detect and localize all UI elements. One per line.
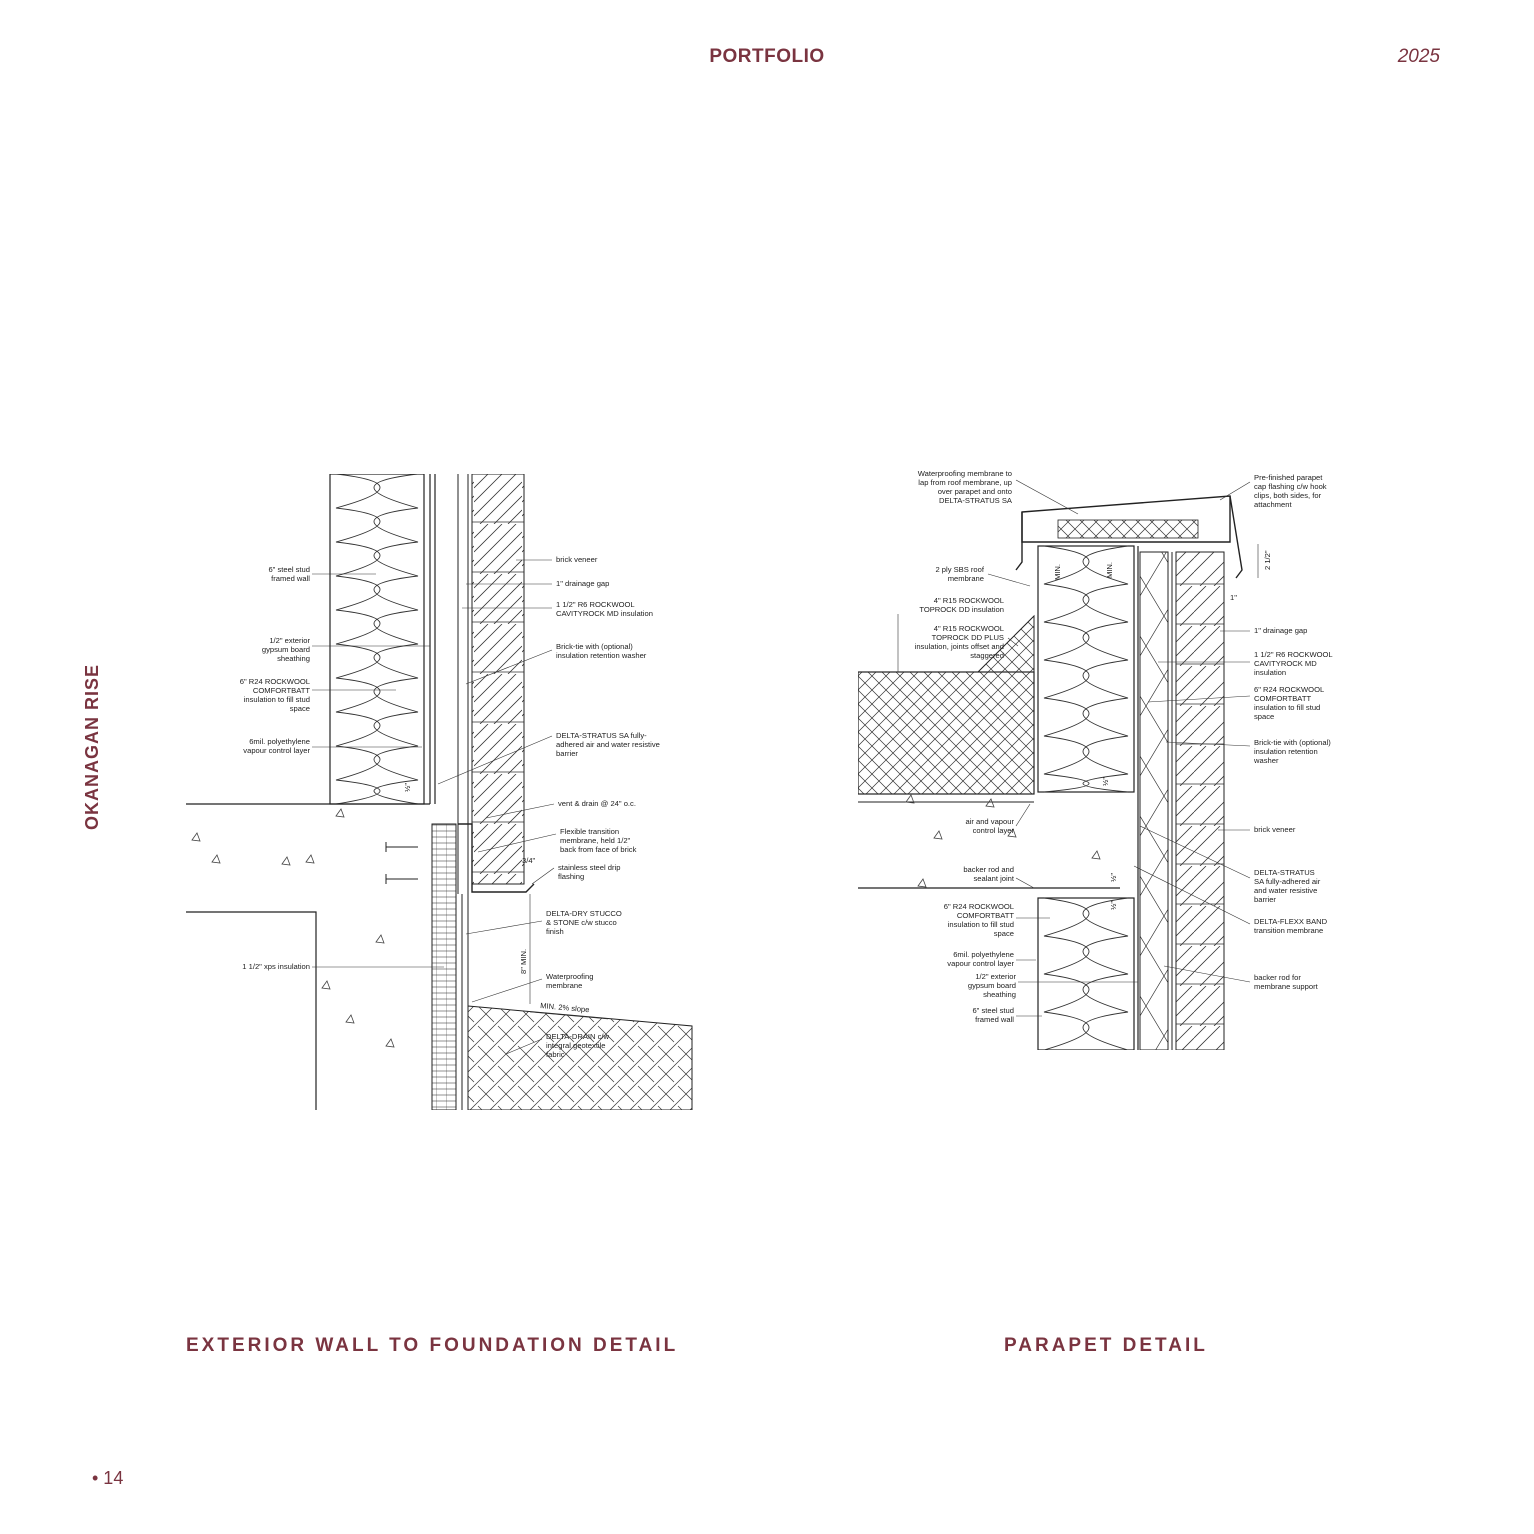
svg-text:DELTA-STRATUS SA fully-adhered: DELTA-STRATUS SA fully-adhered air and w… (556, 731, 660, 758)
page-number: • 14 (92, 1468, 124, 1488)
svg-text:brick veneer: brick veneer (1254, 825, 1296, 834)
caption-parapet-detail: PARAPET DETAIL (1004, 1335, 1208, 1356)
parapet-batt-insulation (1037, 545, 1135, 793)
cavity-insulation (1139, 551, 1169, 1050)
min-dimension-b: MIN. (1105, 562, 1114, 578)
svg-text:Brick-tie with (optional)insul: Brick-tie with (optional)insulation rete… (1253, 738, 1331, 765)
cap-dimension: 2 1/2" (1263, 550, 1272, 570)
gap-dimension: 1" (1230, 593, 1237, 602)
earth-fill (467, 1005, 693, 1110)
half-dimension-a: ½" (1101, 777, 1110, 786)
svg-text:1" drainage gap: 1" drainage gap (1254, 626, 1307, 635)
brick-veneer (471, 474, 525, 885)
min-height-dimension: 8" MIN. (519, 949, 528, 974)
svg-text:Brick-tie with (optional)insul: Brick-tie with (optional)insulation rete… (556, 642, 647, 660)
brick-veneer-right (1175, 551, 1225, 1050)
header-year: 2025 (1397, 46, 1440, 67)
roof-insulation (858, 671, 1035, 795)
svg-text:1 1/2" xps insulation: 1 1/2" xps insulation (242, 962, 310, 971)
half-dimension-c: ½" (1109, 901, 1118, 910)
project-title-vertical: OKANAGAN RISE (82, 663, 102, 830)
svg-text:1" drainage gap: 1" drainage gap (556, 579, 609, 588)
half-inch-dimension: ½" (403, 783, 412, 792)
svg-text:brick veneer: brick veneer (556, 555, 598, 564)
batt-insulation (329, 474, 425, 805)
right-labels-column: brick veneer 1" drainage gap 1 1/2" R6 R… (546, 555, 660, 1059)
drip-dimension: 3/4" (522, 856, 536, 865)
svg-text:vent & drain @ 24" o.c.: vent & drain @ 24" o.c. (558, 799, 636, 808)
min-dimension-a: MIN. (1053, 564, 1062, 580)
wall-batt-insulation (1037, 897, 1135, 1050)
half-dimension-b: ½" (1109, 873, 1118, 882)
caption-foundation-detail: EXTERIOR WALL TO FOUNDATION DETAIL (186, 1335, 679, 1356)
parapet-cap (1015, 495, 1243, 579)
header-title: PORTFOLIO (709, 46, 825, 67)
slope-dimension: MIN. 2% slope (540, 1001, 590, 1014)
